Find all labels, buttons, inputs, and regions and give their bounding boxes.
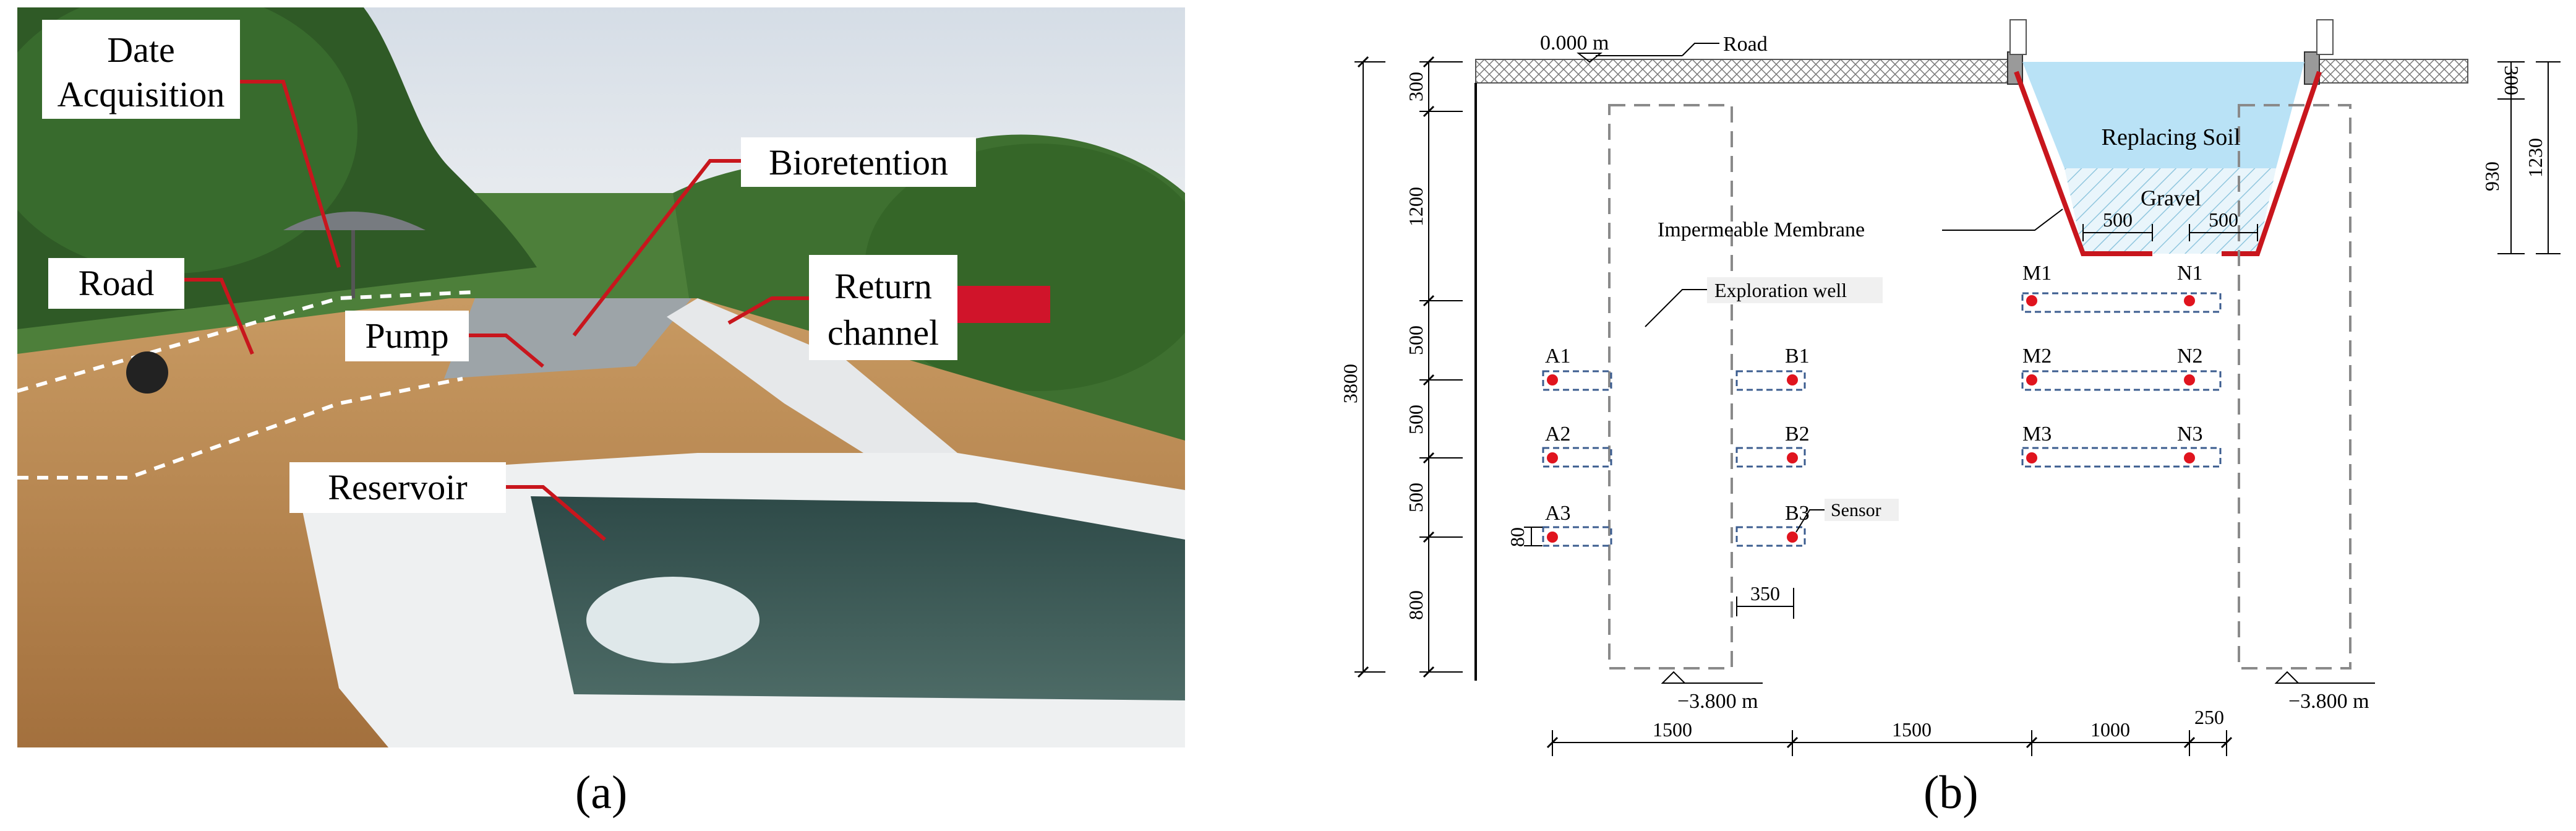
elevation-marker-bottom-right <box>2274 671 2300 684</box>
sensor-dot-m3 <box>2026 452 2037 463</box>
sensor-dot-b2 <box>1787 452 1798 463</box>
elevation-marker-top <box>1577 53 1603 63</box>
sensor-dot-b1 <box>1787 374 1798 385</box>
sensor-label-m1: M1 <box>2022 262 2052 285</box>
road-surface-left <box>1475 59 2008 84</box>
cross-section-panel: A1 A2 A3 B1 B2 B3 M1 M2 M3 N1 N2 N3 0.00… <box>1336 0 2573 767</box>
label-bioretention: Bioretention <box>769 142 948 183</box>
label-replacing-soil: Replacing Soil <box>2102 124 2241 150</box>
label-road-elevation: 0.000 m <box>1540 32 1609 54</box>
sensor-dot-m2 <box>2026 374 2037 385</box>
replacing-soil <box>2022 62 2304 168</box>
dim-bottom-1000: 1000 <box>2090 718 2130 741</box>
dim-left-300: 300 <box>1405 72 1427 101</box>
caption-b: (b) <box>1923 767 1979 819</box>
road-leader-hook <box>1682 43 1719 56</box>
elevation-marker-bottom-left <box>1661 671 1687 684</box>
label-date-acquisition-line1: Date <box>107 30 175 70</box>
dim-left-1200: 1200 <box>1405 187 1427 226</box>
dim-left-800: 800 <box>1405 590 1427 620</box>
water-splash <box>586 577 760 663</box>
caption-a: (a) <box>575 767 628 819</box>
label-bottom-elevation-right: −3.800 m <box>2288 690 2369 713</box>
bioretention-bed <box>444 298 691 379</box>
sensor-label-a1: A1 <box>1545 345 1571 368</box>
sensor-dot-n2 <box>2184 374 2195 385</box>
sensor-label-b2: B2 <box>1785 423 1810 446</box>
sensor-boxes <box>1542 292 2222 547</box>
sensor-label-m3: M3 <box>2022 423 2052 446</box>
sensor-dot-a1 <box>1547 374 1558 385</box>
sensor-dot-a3 <box>1547 532 1558 543</box>
label-sensor: Sensor <box>1831 500 1881 520</box>
sensor-label-m2: M2 <box>2022 345 2052 368</box>
sensor-label-n3: N3 <box>2177 423 2203 446</box>
dim-left-500a: 500 <box>1405 325 1427 355</box>
sensor-dot-n3 <box>2184 452 2195 463</box>
sensor-leader <box>1795 509 1825 533</box>
label-bottom-elevation-left: −3.800 m <box>1677 690 1758 713</box>
label-box-bioretention <box>741 137 976 187</box>
label-impermeable-membrane: Impermeable Membrane <box>1658 218 1865 241</box>
dim-right-300: 300 <box>2501 66 2523 95</box>
road-surface-right <box>2319 59 2468 84</box>
exploration-well-label-bg <box>1707 277 1883 303</box>
sensor-label-n2: N2 <box>2177 345 2203 368</box>
sensor-dots <box>1547 295 2195 543</box>
curb-post-left <box>2009 19 2027 55</box>
sensor-dot-n1 <box>2184 295 2195 306</box>
leader-lines <box>184 80 809 541</box>
label-box-road <box>48 258 184 309</box>
dim-gravel-500-right: 500 <box>2209 209 2238 231</box>
label-return-channel-line2: channel <box>828 312 939 353</box>
curb-right <box>2304 51 2320 85</box>
label-box-reservoir <box>289 462 506 513</box>
label-reservoir: Reservoir <box>328 467 468 507</box>
membrane-leader <box>1942 209 2063 231</box>
label-box-pump <box>345 311 469 361</box>
dim-left-500c: 500 <box>1405 483 1427 512</box>
sensor-label-b3: B3 <box>1785 502 1810 525</box>
label-box-return-channel <box>809 255 957 360</box>
sensor-dot-b3 <box>1787 532 1798 543</box>
road-outline <box>17 290 476 480</box>
field-photo: Date Acquisition Road Pump Bioretention … <box>17 7 1185 747</box>
exploration-well-leader <box>1645 289 1707 327</box>
impermeable-membrane <box>2014 71 2322 256</box>
curb-post-right <box>2316 19 2334 55</box>
label-date-acquisition-line2: Acquisition <box>58 74 225 114</box>
label-gravel: Gravel <box>2141 186 2201 210</box>
dim-width-350: 350 <box>1750 582 1780 605</box>
label-box-date-acquisition <box>42 20 240 119</box>
dim-bottom-1500b: 1500 <box>1892 718 1932 741</box>
sensor-dot-m1 <box>2026 295 2037 306</box>
dim-left-total: 3800 <box>1339 364 1361 403</box>
sensor-label-a3: A3 <box>1545 502 1571 525</box>
label-pump: Pump <box>365 316 448 356</box>
sensor-label-bg <box>1825 499 1899 521</box>
umbrella-pole <box>351 230 355 298</box>
hose-reel <box>126 351 168 394</box>
label-return-channel-line1: Return <box>834 266 932 306</box>
gravel-layer <box>2065 168 2276 254</box>
sensor-label-a2: A2 <box>1545 423 1571 446</box>
sensor-dot-a2 <box>1547 452 1558 463</box>
dim-bottom-1500a: 1500 <box>1653 718 1692 741</box>
dim-right-930: 930 <box>2481 161 2503 191</box>
dim-bottom-250: 250 <box>2194 706 2224 728</box>
cross-section-diagram: A1 A2 A3 B1 B2 B3 M1 M2 M3 N1 N2 N3 0.00… <box>1339 19 2561 756</box>
liner-strip <box>667 298 957 465</box>
sensor-label-b1: B1 <box>1785 345 1810 368</box>
label-road: Road <box>79 263 154 303</box>
sensor-label-n1: N1 <box>2177 262 2203 285</box>
label-road: Road <box>1723 33 1768 56</box>
dim-gravel-500-left: 500 <box>2103 209 2133 231</box>
exploration-wells <box>1608 104 2351 670</box>
field-photo-panel: Date Acquisition Road Pump Bioretention … <box>17 7 1185 747</box>
umbrella <box>283 212 426 230</box>
dim-right-1230: 1230 <box>2524 138 2546 178</box>
label-exploration-well: Exploration well <box>1714 279 1847 301</box>
dim-sensor-80: 80 <box>1506 527 1528 547</box>
dim-left-500b: 500 <box>1405 405 1427 434</box>
